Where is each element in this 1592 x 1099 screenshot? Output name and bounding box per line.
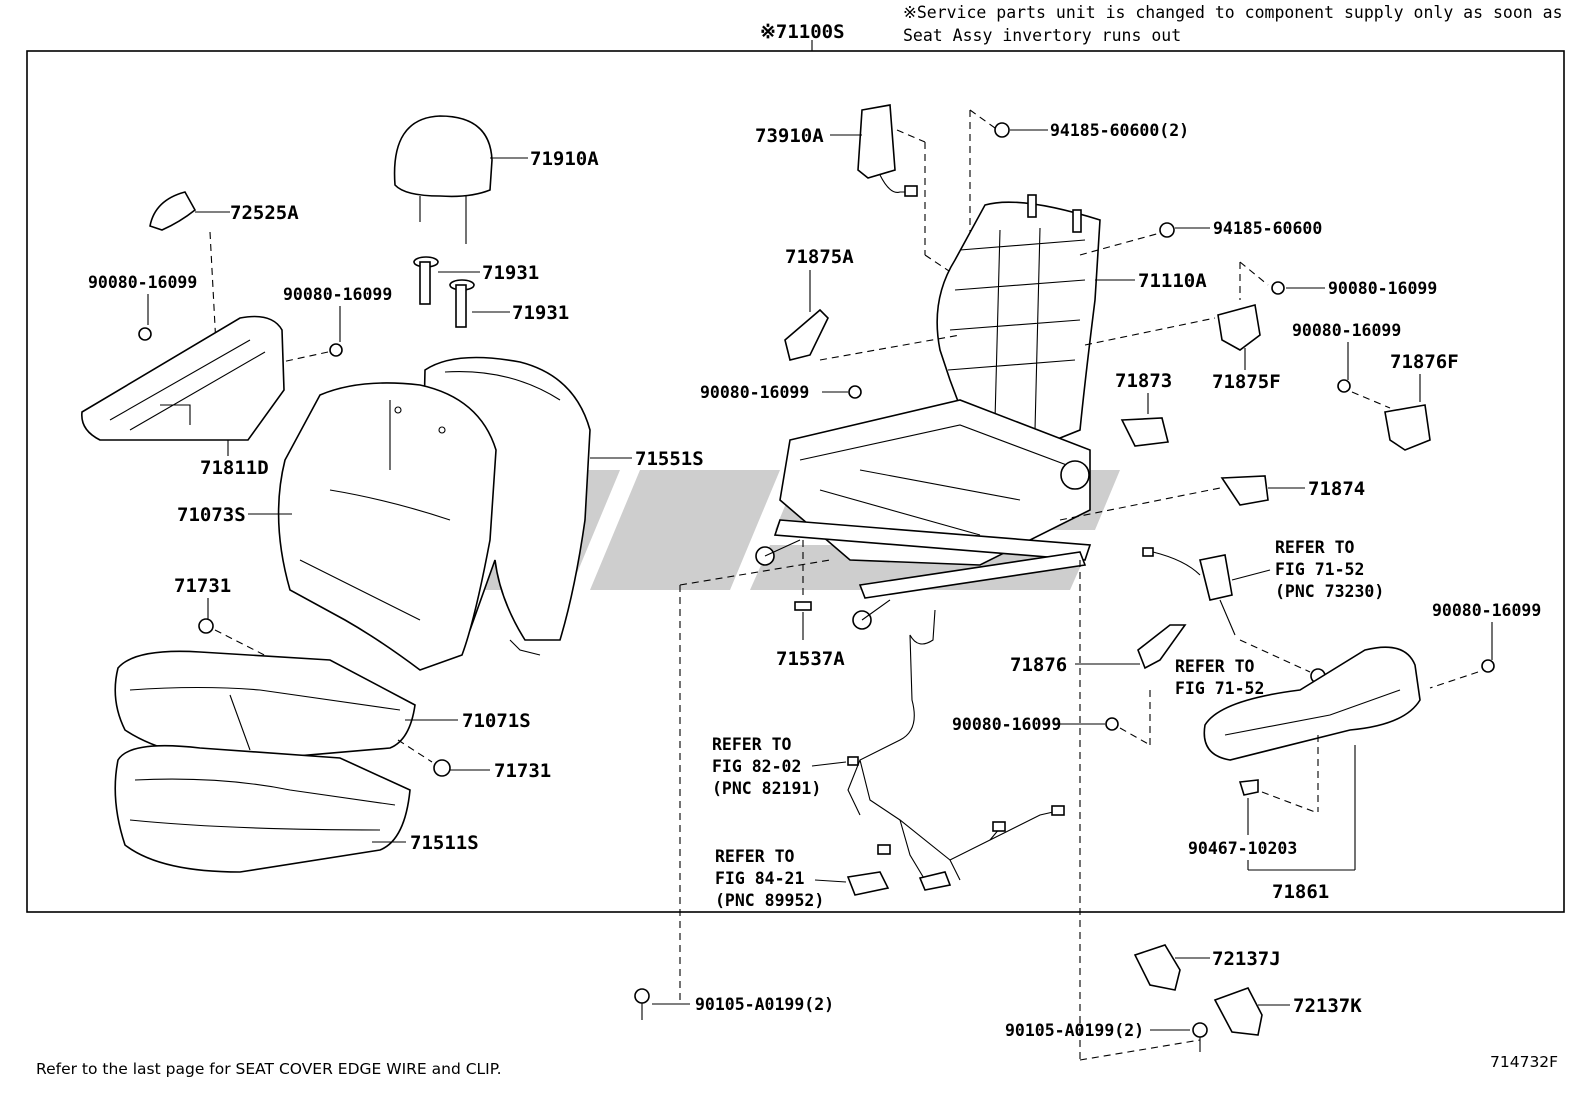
label-71551S: 71551S [635,448,704,470]
bolt-icon [329,343,343,357]
label-90080-d: 90080-16099 [1292,321,1401,340]
bolt-icon [1192,1022,1208,1038]
service-note-line2: Seat Assy invertory runs out [903,26,1181,45]
refer-84-21-line2: FIG 84-21 [715,869,804,888]
headrest-part [393,115,493,244]
bolt-icon [1481,659,1495,673]
label-94185-60600: 94185-60600 [1213,219,1322,238]
label-71110A: 71110A [1138,270,1207,292]
label-90105-a: 90105-A0199(2) [695,995,834,1014]
refer-71-52-b-line2: FIG 71-52 [1175,679,1264,698]
clip-part [1238,779,1259,796]
label-71875A: 71875A [785,246,854,268]
label-90080-e: 90080-16099 [700,383,809,402]
bolt-icon [1337,379,1351,393]
refer-82-02-line2: FIG 82-02 [712,757,801,776]
headrest-guide-part [413,256,475,328]
assembly-frame [26,50,1565,913]
knob-part [149,191,197,231]
label-71931-b: 71931 [512,302,569,324]
label-94185-60600-2: 94185-60600(2) [1050,121,1189,140]
label-71073S: 71073S [177,504,246,526]
cover-part [1384,404,1431,451]
label-71511S: 71511S [410,832,479,854]
bracket-part [1133,944,1181,991]
refer-71-52-a-line3: (PNC 73230) [1275,582,1384,601]
connector-part [846,871,890,896]
refer-84-21-line1: REFER TO [715,847,795,866]
label-90080-f: 90080-16099 [1432,601,1541,620]
cover-part [1137,624,1187,670]
bolt-icon [138,327,152,341]
bolt-icon [1105,717,1119,731]
refer-84-21-line3: (PNC 89952) [715,891,824,910]
airbag-module-part [857,104,918,197]
refer-71-52-b-line1: REFER TO [1175,657,1255,676]
bolt-icon [848,385,862,399]
label-71874: 71874 [1308,478,1365,500]
clip-icon [433,759,451,777]
nut-icon [994,122,1010,138]
label-71811D: 71811D [200,457,269,479]
label-71071S: 71071S [462,710,531,732]
label-90467-10203: 90467-10203 [1188,839,1297,858]
label-90080-g: 90080-16099 [952,715,1061,734]
seat-frame-part [755,194,1101,630]
label-71537A: 71537A [776,648,845,670]
footer-note: Refer to the last page for SEAT COVER ED… [36,1060,502,1078]
nut-icon [1159,222,1175,238]
cushion-pad-part [114,744,411,873]
label-71861: 71861 [1272,881,1329,903]
cushion-cover-part [114,650,416,761]
label-71876F: 71876F [1390,351,1459,373]
bracket-part [1217,303,1261,351]
clip-part [794,601,812,611]
refer-82-02-line3: (PNC 82191) [712,779,821,798]
bracket-part [1213,987,1263,1036]
back-cover-front-part [277,382,497,671]
label-71731-a: 71731 [174,575,231,597]
refer-71-52-a-line1: REFER TO [1275,538,1355,557]
label-71910A: 71910A [530,148,599,170]
figure-id: 714732F [1490,1053,1558,1071]
label-71731-b: 71731 [494,760,551,782]
label-72137J: 72137J [1212,948,1281,970]
bracket-part [1220,475,1269,506]
side-shield-part [81,315,285,441]
label-90080-b: 90080-16099 [283,285,392,304]
wire-harness-part [847,609,1065,891]
label-71876: 71876 [1010,654,1067,676]
clip-icon [198,618,214,634]
label-73910A: 73910A [755,125,824,147]
label-71931-a: 71931 [482,262,539,284]
assembly-label: ※71100S [760,21,845,43]
bolt-icon [1271,281,1285,295]
side-shield-right-part [1203,646,1421,761]
bolt-icon [634,988,650,1004]
label-90105-b: 90105-A0199(2) [1005,1021,1144,1040]
label-71873: 71873 [1115,370,1172,392]
refer-82-02-line1: REFER TO [712,735,792,754]
service-note-line1: ※Service parts unit is changed to compon… [903,3,1563,22]
seat-belt-buckle-part [1142,547,1236,636]
label-90080-c: 90080-16099 [1328,279,1437,298]
label-72525A: 72525A [230,202,299,224]
bracket-part [784,308,829,361]
label-90080-a: 90080-16099 [88,273,197,292]
label-71875F: 71875F [1212,371,1281,393]
label-72137K: 72137K [1293,995,1362,1017]
refer-71-52-a-line2: FIG 71-52 [1275,560,1364,579]
bracket-part [1120,417,1169,447]
